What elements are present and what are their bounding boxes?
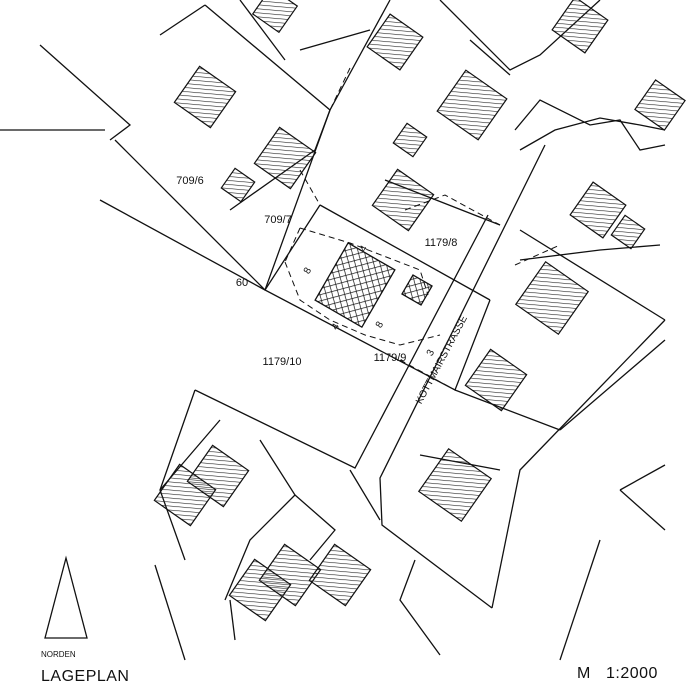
scale-prefix: M bbox=[577, 665, 591, 682]
building-lines bbox=[284, 67, 561, 391]
parcel-label-1179-9: 1179/9 bbox=[373, 352, 407, 364]
buildings bbox=[153, 0, 686, 622]
scale-value: 1:2000 bbox=[606, 665, 658, 682]
parcel-label-1179-8: 1179/8 bbox=[424, 237, 458, 249]
parcel-label-709-6: 709/6 bbox=[176, 175, 204, 187]
parcel-label-60: 60 bbox=[235, 277, 249, 289]
parcel-boundaries bbox=[0, 0, 666, 661]
planned-building bbox=[314, 242, 433, 328]
north-label: NORDEN bbox=[41, 650, 76, 659]
parcel-label-709-7: 709/7 bbox=[264, 214, 292, 226]
parcel-label-1179-10: 1179/10 bbox=[262, 356, 302, 368]
north-arrow bbox=[44, 555, 88, 639]
plan-title: LAGEPLAN bbox=[41, 668, 130, 685]
north-arrow-icon bbox=[44, 555, 88, 639]
